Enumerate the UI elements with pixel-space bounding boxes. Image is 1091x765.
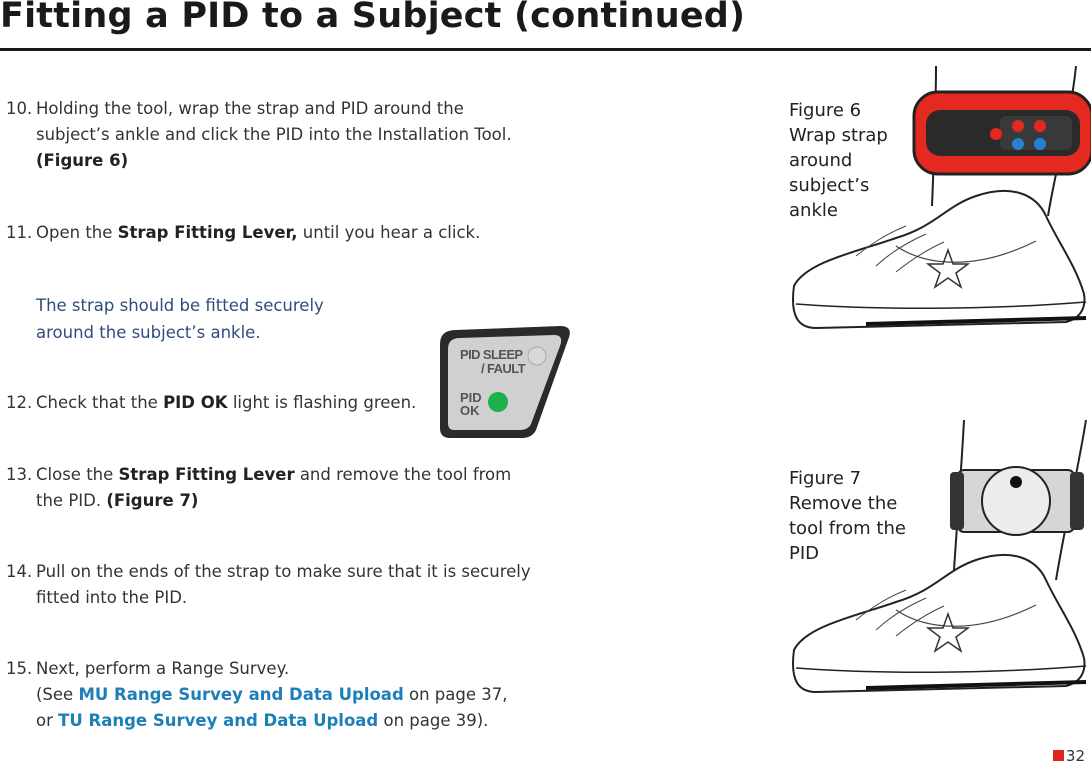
figure-6-illustration <box>792 66 1091 330</box>
step-text: subject’s ankle and click the PID into t… <box>36 125 512 144</box>
step-text: Open the Strap Fitting Lever, until you … <box>36 223 481 242</box>
pid-sleep-label: PID SLEEP <box>460 347 526 362</box>
pid-ok-label: OK <box>460 403 480 418</box>
step-text: (See MU Range Survey and Data Upload on … <box>36 685 508 704</box>
pid-ok-label: PID <box>460 390 482 405</box>
step-number: 11. <box>6 223 33 242</box>
pid-ok-term: PID OK <box>163 393 228 412</box>
tu-range-survey-link[interactable]: TU Range Survey and Data Upload <box>58 711 379 730</box>
mu-range-survey-link[interactable]: MU Range Survey and Data Upload <box>78 685 404 704</box>
step-text: Check that the PID OK light is flashing … <box>36 393 417 412</box>
step-text: Next, perform a Range Survey. <box>36 659 290 678</box>
step-number: 14. <box>6 562 33 581</box>
step-text: the PID. (Figure 7) <box>36 491 199 510</box>
step-text: Close the Strap Fitting Lever and remove… <box>36 465 512 484</box>
step-text: Holding the tool, wrap the strap and PID… <box>36 99 464 118</box>
strap-lever-term: Strap Fitting Lever <box>118 465 295 484</box>
step-text: Pull on the ends of the strap to make su… <box>36 562 531 581</box>
step-number: 15. <box>6 659 33 678</box>
sleep-fault-light-icon <box>527 346 547 366</box>
step-number: 10. <box>6 99 33 118</box>
strap-lever-term: Strap Fitting Lever, <box>117 223 298 242</box>
pid-ok-light-icon <box>488 392 508 412</box>
step-text: fitted into the PID. <box>36 588 188 607</box>
step-number: 13. <box>6 465 33 484</box>
figure-reference: (Figure 6) <box>36 151 129 170</box>
figure-7-caption: Figure 7 Remove the tool from the PID <box>789 468 906 564</box>
pid-status-panel: PID SLEEP / FAULT PID OK <box>440 326 570 438</box>
pid-device-icon <box>950 466 1084 536</box>
page-title: Fitting a PID to a Subject (continued) <box>0 0 746 36</box>
installation-tool-icon <box>912 90 1091 176</box>
fitting-note: The strap should be fitted securely arou… <box>36 296 324 342</box>
page-marker-icon <box>1053 750 1064 761</box>
step-number: 12. <box>6 393 33 412</box>
title-rule <box>0 48 1091 51</box>
step-text: or TU Range Survey and Data Upload on pa… <box>36 711 489 730</box>
fault-label: / FAULT <box>481 361 526 376</box>
figure-reference: (Figure 7) <box>106 491 199 510</box>
figure-7-illustration <box>792 420 1087 694</box>
figure-6-caption: Figure 6 Wrap strap around subject’s ank… <box>789 100 888 221</box>
page-number: 32 <box>1065 747 1085 765</box>
